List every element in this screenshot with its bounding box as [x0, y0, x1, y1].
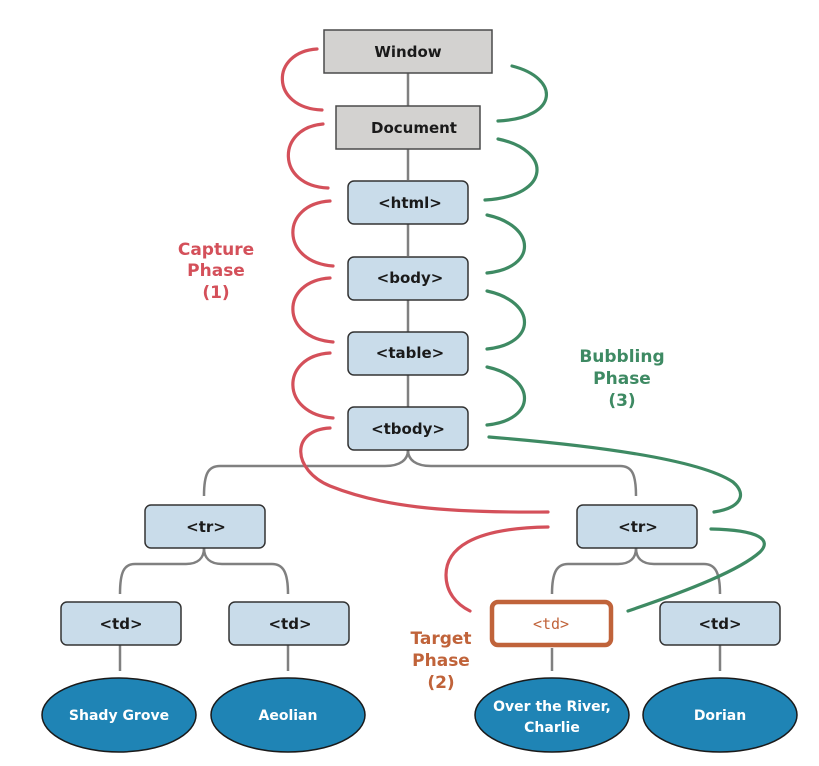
bubble-arc-table-body [485, 289, 527, 351]
capture-arc-window-document [280, 47, 324, 112]
node-tr-left[interactable]: <tr> [144, 504, 266, 549]
leaf-aeolian[interactable]: Aeolian [210, 677, 366, 753]
capture-phase-line1: Capture [178, 240, 254, 260]
node-tbody[interactable]: <tbody> [347, 406, 469, 451]
node-td-2-label: <td> [268, 615, 311, 633]
tree-connectors [118, 73, 722, 671]
bubbling-arrows [483, 64, 766, 613]
capture-arc-html-body [291, 199, 335, 268]
target-phase-label: Target Phase (2) [410, 629, 471, 693]
capture-arc-tr-td [444, 525, 550, 613]
node-tr-right-label: <tr> [618, 518, 658, 536]
target-phase-line1: Target [410, 629, 471, 649]
node-td-target[interactable]: <td> [489, 599, 614, 648]
bubble-arc-tr-tbody [487, 435, 743, 514]
node-td-4-label: <td> [698, 615, 741, 633]
node-td-target-label: <td> [533, 615, 569, 633]
leaf-shady-grove[interactable]: Shady Grove [41, 677, 197, 753]
bubble-arc-html-document [483, 137, 539, 202]
capture-arrows [280, 47, 550, 613]
leaf-dorian[interactable]: Dorian [642, 677, 798, 753]
capture-phase-label: Capture Phase (1) [178, 240, 254, 303]
capture-arc-tbody-tr [299, 426, 550, 514]
connector-tbody-tr-right [406, 449, 638, 497]
connector-tr-left-td-2 [202, 547, 290, 595]
node-document-label: Document [371, 119, 457, 137]
node-td-2[interactable]: <td> [228, 601, 350, 646]
bubble-arc-td-tr [626, 527, 766, 613]
leaf-shady-grove-label: Shady Grove [69, 708, 169, 724]
node-html-label: <html> [378, 194, 442, 212]
node-body[interactable]: <body> [347, 256, 469, 301]
bubble-arc-document-window [496, 64, 548, 123]
leaf-dorian-label: Dorian [694, 708, 746, 724]
capture-arc-table-tbody [291, 351, 335, 420]
node-table[interactable]: <table> [347, 331, 469, 376]
node-tr-left-label: <tr> [186, 518, 226, 536]
target-phase-line3: (2) [427, 673, 454, 693]
node-td-1-label: <td> [99, 615, 142, 633]
node-td-1[interactable]: <td> [60, 601, 182, 646]
bubbling-phase-line1: Bubbling [579, 347, 664, 367]
capture-phase-line3: (1) [202, 283, 229, 303]
connector-tbody-tr-left [202, 449, 410, 497]
connector-tr-right-td-target [550, 547, 638, 595]
node-document[interactable]: Document [335, 105, 481, 150]
leaf-aeolian-label: Aeolian [259, 708, 318, 724]
node-body-label: <body> [377, 269, 444, 287]
leaf-over-the-river-line2: Charlie [524, 720, 580, 736]
node-tr-right[interactable]: <tr> [576, 504, 698, 549]
capture-arc-document-html [286, 122, 330, 190]
node-window-label: Window [374, 43, 441, 61]
connector-tr-left-td-1 [118, 547, 206, 595]
node-td-4[interactable]: <td> [659, 601, 781, 646]
bubbling-phase-line2: Phase [593, 369, 651, 389]
node-table-label: <table> [376, 344, 444, 362]
capture-arc-body-table [291, 276, 335, 344]
bubbling-phase-line3: (3) [608, 391, 635, 411]
node-tbody-label: <tbody> [371, 420, 445, 438]
connector-tr-right-td-4 [634, 547, 722, 595]
bubbling-phase-label: Bubbling Phase (3) [579, 347, 664, 411]
bubble-arc-tbody-table [485, 365, 527, 427]
node-html[interactable]: <html> [347, 180, 469, 225]
leaf-over-the-river[interactable]: Over the River, Charlie [474, 677, 630, 753]
node-window[interactable]: Window [323, 29, 493, 74]
bubble-arc-body-html [485, 213, 527, 275]
capture-phase-line2: Phase [187, 261, 245, 281]
leaf-over-the-river-line1: Over the River, [493, 699, 611, 715]
target-phase-line2: Phase [412, 651, 470, 671]
